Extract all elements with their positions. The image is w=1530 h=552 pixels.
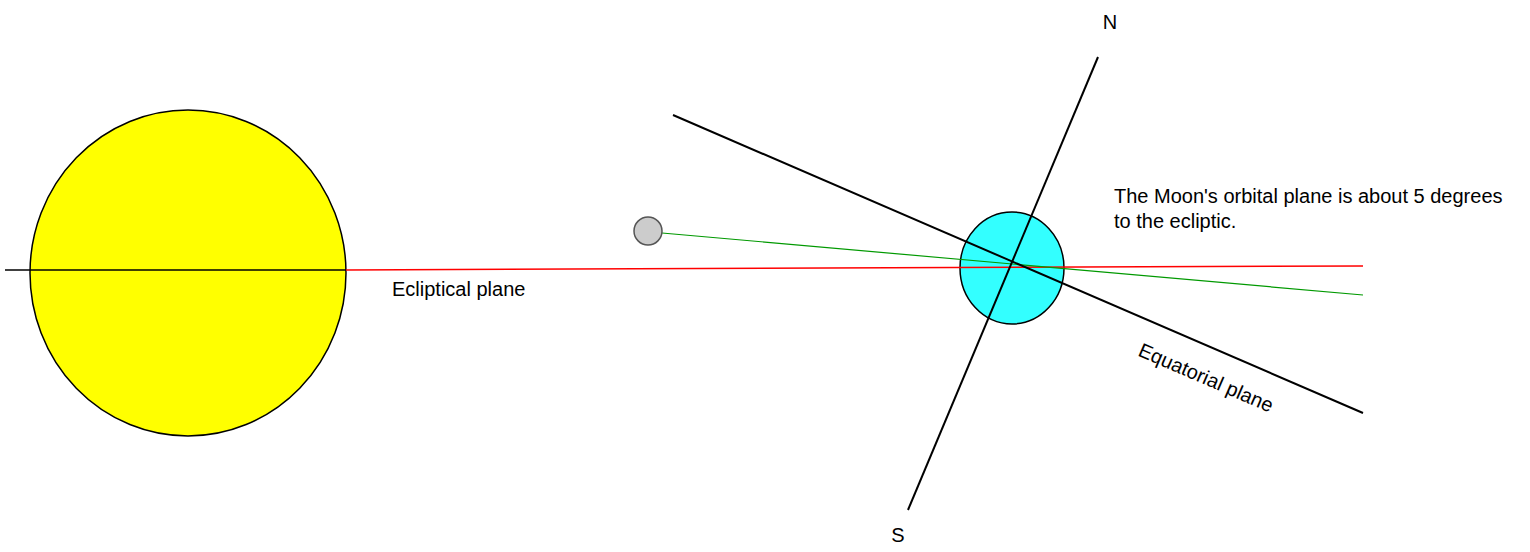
sun-circle (30, 110, 346, 436)
equatorial-plane-line (673, 115, 1363, 413)
plane-label: Equatorial plane (1135, 338, 1278, 418)
pole-label: N (1103, 10, 1117, 35)
note-text: The Moon's orbital plane is about 5 degr… (1114, 184, 1522, 234)
earth-axis-line (908, 57, 1098, 510)
pole-label: S (891, 523, 904, 548)
ecliptic-plane-line (346, 266, 1363, 270)
moon-orbit-line (662, 233, 1363, 295)
ecliptic-line-left (5, 269, 345, 271)
ecliptic-line-sun (30, 269, 346, 271)
plane-label: Ecliptical plane (392, 277, 525, 302)
moon-circle (634, 217, 662, 245)
